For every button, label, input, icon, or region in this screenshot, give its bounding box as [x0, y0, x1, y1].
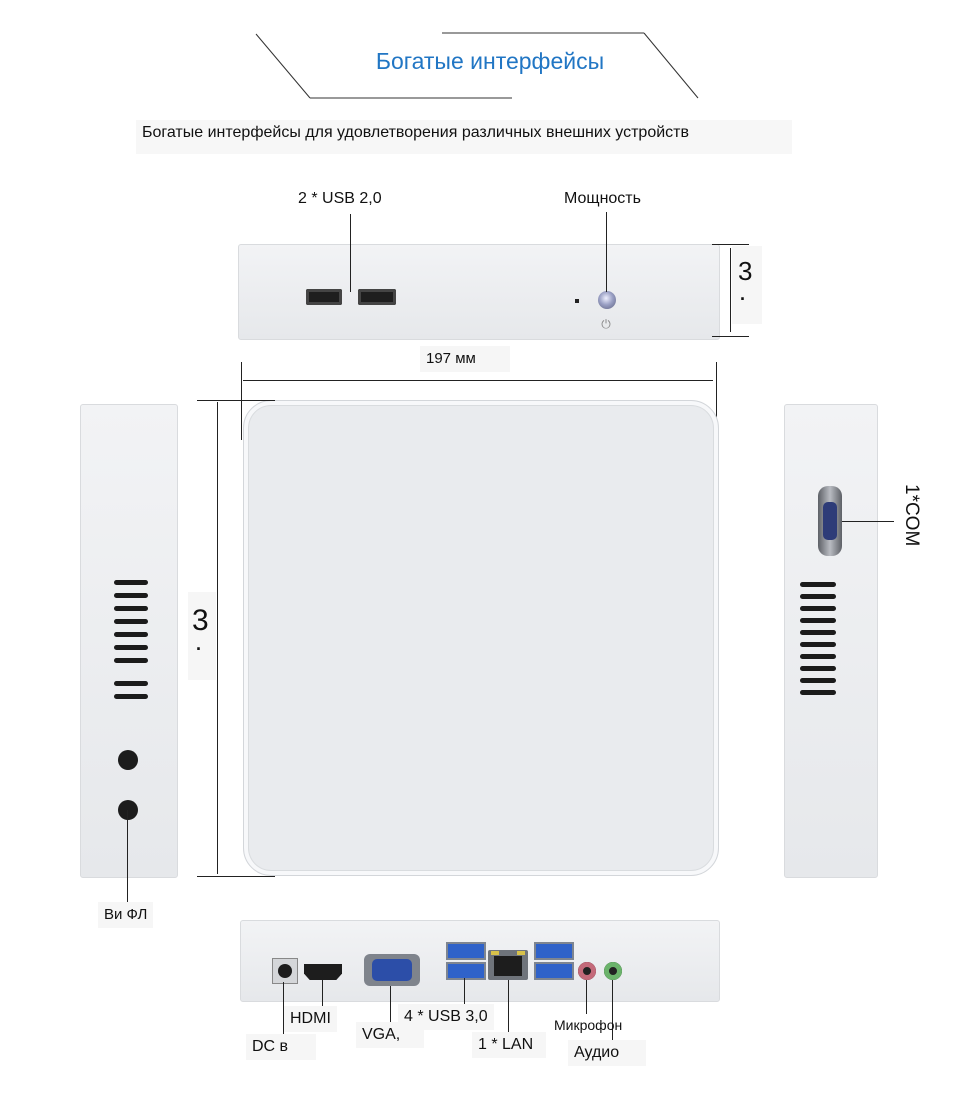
mic-jack: [578, 962, 596, 980]
depth-dim-top: [197, 400, 275, 401]
depth-dim-box: [188, 592, 216, 680]
height-dim-bottom: [712, 336, 749, 337]
dc-in-jack: [272, 958, 298, 984]
lan-led-right: [517, 951, 525, 955]
vent-slot: [800, 666, 836, 671]
width-dim-line: [243, 380, 713, 381]
usb3-port-1: [446, 942, 486, 960]
lan-port: [488, 950, 528, 980]
com-label: 1*COM: [901, 484, 922, 547]
vent-slot: [800, 630, 836, 635]
usb3-port-3: [534, 942, 574, 960]
depth-dim-line: [217, 402, 218, 874]
lan-leader: [508, 980, 509, 1032]
vga-leader: [390, 986, 391, 1026]
power-leader: [606, 212, 607, 292]
com-port: [818, 486, 842, 556]
right-side-panel: [784, 404, 878, 878]
lan-port-inner: [494, 956, 522, 976]
status-led: [575, 299, 579, 303]
com-leader: [842, 521, 894, 522]
com-port-inner: [823, 502, 837, 540]
audio-label: Аудио: [568, 1040, 646, 1066]
vent-slot: [114, 593, 148, 598]
vent-slot: [114, 658, 148, 663]
dc-in-hole: [278, 964, 292, 978]
usb2-port-1: [306, 289, 342, 305]
vent-slot: [114, 619, 148, 624]
depth-dim-dot: .: [196, 634, 202, 654]
audio-leader: [612, 980, 613, 1040]
hdmi-leader: [322, 980, 323, 1008]
vent-slot: [800, 690, 836, 695]
lan-led-left: [491, 951, 499, 955]
width-dim-label: 197 мм: [420, 346, 510, 372]
power-button: [598, 291, 616, 309]
mic-leader: [586, 980, 587, 1014]
power-icon: ⏻: [601, 317, 611, 331]
usb3-leader: [464, 978, 465, 1008]
vent-slot: [114, 694, 148, 699]
dc-label: DC в: [246, 1034, 316, 1060]
vent-slot: [800, 678, 836, 683]
dc-leader: [283, 982, 284, 1034]
usb3-port-4: [534, 962, 574, 980]
hdmi-port: [304, 964, 342, 980]
usb3-label: 4 * USB 3,0: [398, 1004, 494, 1030]
width-dim-right: [716, 362, 717, 440]
height-dim-box: [732, 246, 762, 324]
vga-port: [364, 954, 420, 986]
vent-slot: [114, 580, 148, 585]
height-dim-top: [712, 244, 749, 245]
power-label: Мощность: [564, 190, 641, 207]
rear-panel: [240, 920, 720, 1002]
vent-slot: [114, 645, 148, 650]
wifi-leader: [127, 810, 128, 904]
header-decoration: [255, 32, 699, 99]
page-title: Богатые интерфейсы: [375, 48, 605, 74]
wifi-label: Ви ФЛ: [98, 902, 154, 928]
mic-label: Микрофон: [554, 1017, 623, 1033]
usb2-port-2: [358, 289, 396, 305]
audio-jack: [604, 962, 622, 980]
height-dim-line: [730, 248, 731, 332]
height-dim-dot: .: [740, 284, 746, 304]
vent-slot: [114, 606, 148, 611]
left-side-panel: [80, 404, 178, 878]
lan-label: 1 * LAN: [472, 1032, 546, 1058]
vent-slot: [800, 618, 836, 623]
vent-slot: [800, 582, 836, 587]
hdmi-label: HDMI: [284, 1006, 337, 1032]
wifi-antenna-port-2: [118, 800, 138, 820]
usb3-port-2: [446, 962, 486, 980]
usb2-leader: [350, 214, 351, 292]
depth-dim-bottom: [197, 876, 275, 877]
usb2-label: 2 * USB 2,0: [298, 190, 382, 207]
vga-port-inner: [372, 959, 412, 981]
depth-dim-label: 3: [192, 604, 209, 637]
wifi-antenna-port-1: [118, 750, 138, 770]
vent-slot: [114, 632, 148, 637]
chassis-top-view: [243, 400, 719, 876]
vent-slot: [800, 594, 836, 599]
vent-slot: [800, 642, 836, 647]
vent-slot: [800, 654, 836, 659]
width-dim-left: [241, 362, 242, 440]
page-subtitle: Богатые интерфейсы для удовлетворения ра…: [136, 120, 792, 154]
vent-slot: [114, 681, 148, 686]
height-dim-label: 3: [738, 256, 753, 286]
vent-slot: [800, 606, 836, 611]
